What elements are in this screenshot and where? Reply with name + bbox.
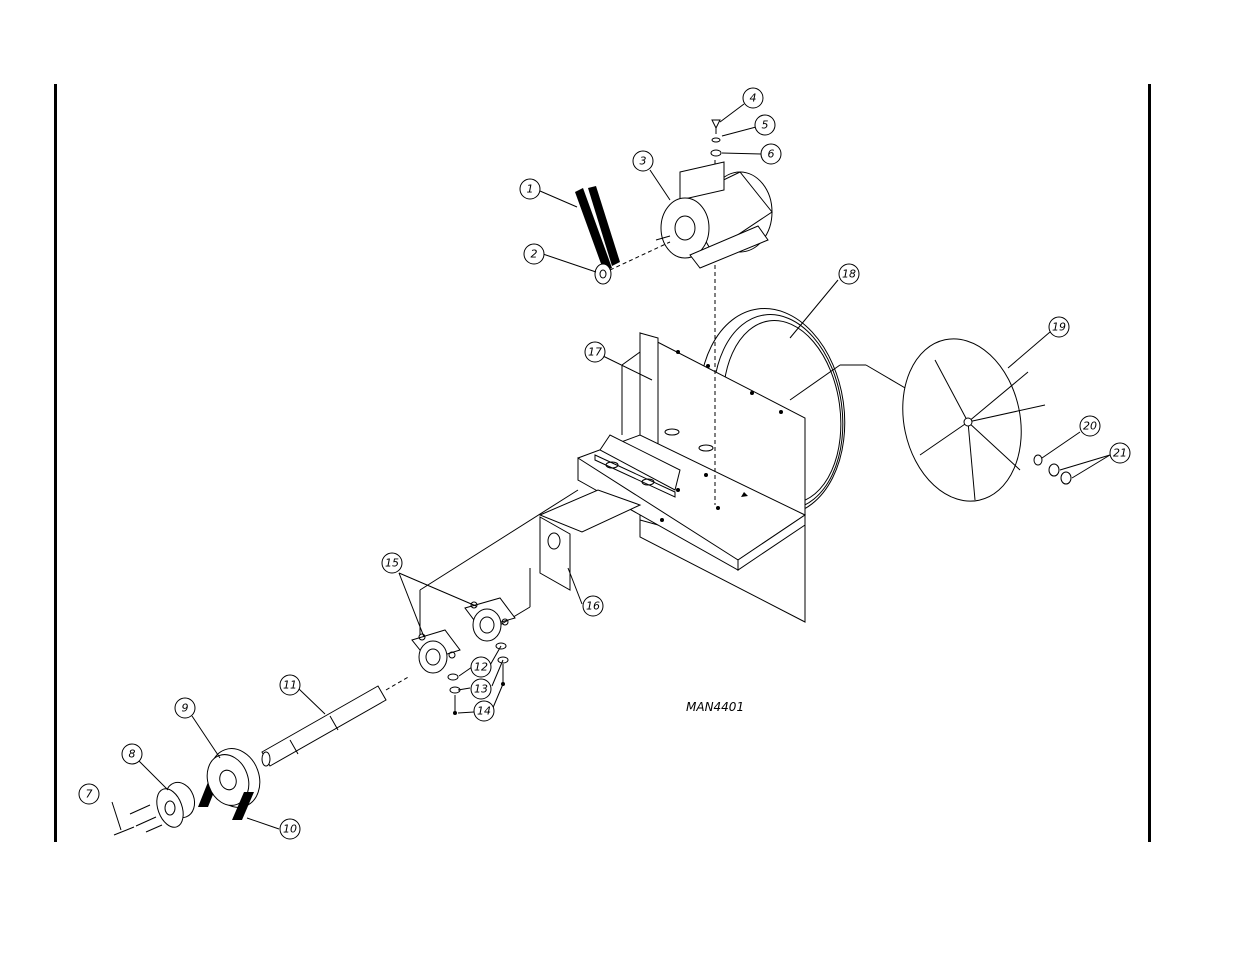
- callout-8: 8: [121, 743, 143, 765]
- right-border-line: [1148, 84, 1151, 842]
- part-blower-pulley: [198, 748, 261, 820]
- callout-20: 20: [1079, 415, 1101, 437]
- svg-text:21: 21: [1113, 447, 1127, 460]
- callout-21: 21: [1109, 442, 1131, 464]
- callout-7: 7: [78, 783, 100, 805]
- part-hub: [156, 781, 196, 828]
- part-fan-wheel: [902, 338, 1046, 502]
- callout-18: 18: [838, 263, 860, 285]
- svg-text:8: 8: [129, 748, 136, 761]
- part-motor-hardware: [710, 119, 722, 157]
- svg-text:2: 2: [531, 248, 538, 261]
- part-motor: [609, 161, 773, 271]
- callout-9: 9: [174, 697, 196, 719]
- svg-text:19: 19: [1052, 321, 1066, 334]
- svg-text:3: 3: [640, 155, 647, 168]
- part-screws: [113, 804, 163, 836]
- svg-text:12: 12: [474, 661, 488, 674]
- svg-text:10: 10: [283, 823, 297, 836]
- svg-text:17: 17: [588, 346, 602, 359]
- callout-10: 10: [279, 818, 301, 840]
- callout-16: 16: [582, 595, 604, 617]
- callout-11: 11: [279, 674, 301, 696]
- callout-leaders: [111, 103, 1111, 831]
- svg-text:7: 7: [86, 788, 93, 801]
- svg-text:1: 1: [527, 183, 534, 196]
- part-bearings: [411, 597, 516, 674]
- part-shaft: [261, 675, 411, 767]
- callout-13: 13: [470, 678, 492, 700]
- callout-17: 17: [584, 341, 606, 363]
- svg-text:4: 4: [750, 92, 757, 105]
- part-mounting-tube: [538, 489, 642, 591]
- part-motor-belt: [575, 186, 620, 272]
- svg-text:20: 20: [1083, 420, 1097, 433]
- svg-text:6: 6: [768, 148, 775, 161]
- svg-text:15: 15: [385, 557, 399, 570]
- part-fan-hardware: [1033, 454, 1072, 485]
- drawing-number: MAN4401: [686, 700, 744, 714]
- callout-19: 19: [1048, 316, 1070, 338]
- callout-3: 3: [632, 150, 654, 172]
- callout-4: 4: [742, 87, 764, 109]
- svg-text:14: 14: [477, 705, 491, 718]
- callout-6: 6: [760, 143, 782, 165]
- part-motor-pulley: [594, 263, 612, 285]
- svg-text:9: 9: [182, 702, 189, 715]
- svg-text:13: 13: [474, 683, 488, 696]
- left-border-line: [54, 84, 57, 842]
- callout-1: 1: [519, 178, 541, 200]
- svg-text:16: 16: [586, 600, 600, 613]
- svg-text:18: 18: [842, 268, 856, 281]
- svg-text:11: 11: [283, 679, 297, 692]
- callout-2: 2: [523, 243, 545, 265]
- svg-text:5: 5: [762, 119, 769, 132]
- callout-12: 12: [470, 656, 492, 678]
- callout-14: 14: [473, 700, 495, 722]
- callout-5: 5: [754, 114, 776, 136]
- callout-15: 15: [381, 552, 403, 574]
- part-mounting-bracket: [577, 332, 807, 623]
